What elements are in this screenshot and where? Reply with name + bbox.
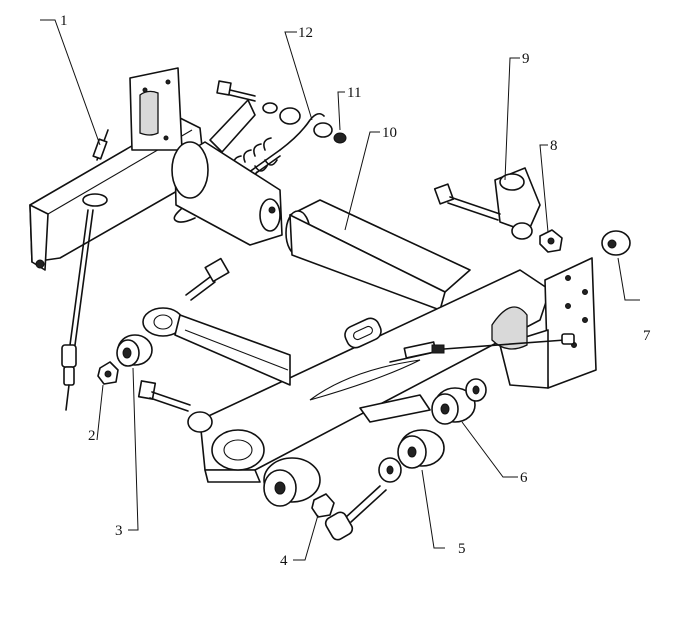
cable-left xyxy=(61,129,109,411)
link-arm xyxy=(142,307,291,386)
link-bolt-upper xyxy=(185,257,230,301)
callout-6: 6 xyxy=(520,470,528,486)
callout-2: 2 xyxy=(88,428,96,444)
callout-1: 1 xyxy=(60,13,68,29)
callout-12: 12 xyxy=(298,25,313,41)
cable-right xyxy=(389,333,575,363)
cross-tube xyxy=(285,199,471,311)
central-pivot-block xyxy=(171,141,283,246)
part-5-bush xyxy=(324,394,445,541)
slotted-plate xyxy=(344,317,382,349)
upper-mounting-bracket xyxy=(129,67,183,151)
part-4-bush xyxy=(263,457,335,518)
part-7-nut xyxy=(601,230,631,256)
part-9-clamp xyxy=(433,167,541,240)
callout-3: 3 xyxy=(115,523,123,539)
callout-7: 7 xyxy=(643,328,651,344)
callout-labels: 1 12 11 10 9 8 7 2 3 4 5 6 xyxy=(60,13,651,569)
callout-8: 8 xyxy=(550,138,558,154)
part-6-bush xyxy=(431,378,487,425)
link-bolt-lower xyxy=(137,380,213,433)
right-mounting-bracket xyxy=(491,257,597,389)
callout-5: 5 xyxy=(458,541,466,557)
lower-swing-arm xyxy=(199,269,551,483)
part-3-bush xyxy=(116,334,153,367)
upper-bolt-set xyxy=(216,80,347,144)
part-2-nut xyxy=(97,361,119,385)
callout-10: 10 xyxy=(382,125,397,141)
callout-9: 9 xyxy=(522,51,530,67)
callout-4: 4 xyxy=(280,553,288,569)
part-8-nut xyxy=(539,229,563,253)
callout-11: 11 xyxy=(347,85,361,101)
leader-lines xyxy=(40,19,640,561)
